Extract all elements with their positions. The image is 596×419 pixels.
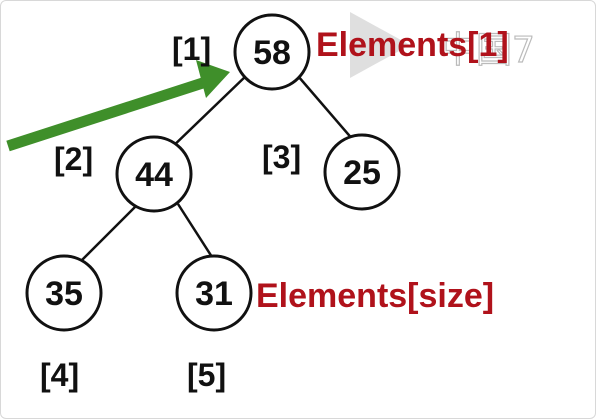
tree-edges [79,73,355,263]
edge-2-4 [79,203,139,263]
node-value: 35 [45,275,83,313]
node-circle [233,13,311,91]
node-value: 58 [253,34,291,72]
node-value: 31 [195,275,233,313]
edge-2-5 [176,203,214,258]
node-circle [323,133,401,211]
tree-node-2: 44 [115,135,193,213]
index-label-3: [3] [262,139,301,175]
watermark-text: 中国7 [440,30,535,71]
index-label-1: [1] [172,31,211,67]
last-element-annotation: Elements[size] [256,277,494,315]
node-value: 25 [343,154,381,192]
index-label-4: [4] [40,357,79,393]
node-circle [115,135,193,213]
node-value: 44 [135,156,173,194]
tree-node-3: 25 [323,133,401,211]
edge-1-2 [166,73,249,153]
node-circle [25,254,103,332]
watermark: 中国7 [350,12,536,78]
index-label-5: [5] [187,357,226,393]
node-circle [175,254,253,332]
tree-node-1: 58 [233,13,311,91]
tree-node-4: 35 [25,254,103,332]
index-label-2: [2] [54,141,93,177]
tree-node-5: 31 [175,254,253,332]
play-triangle-icon [350,12,410,78]
arrow-icon [6,60,230,152]
edge-1-3 [297,75,355,142]
root-annotation: Elements[1] [316,26,509,64]
